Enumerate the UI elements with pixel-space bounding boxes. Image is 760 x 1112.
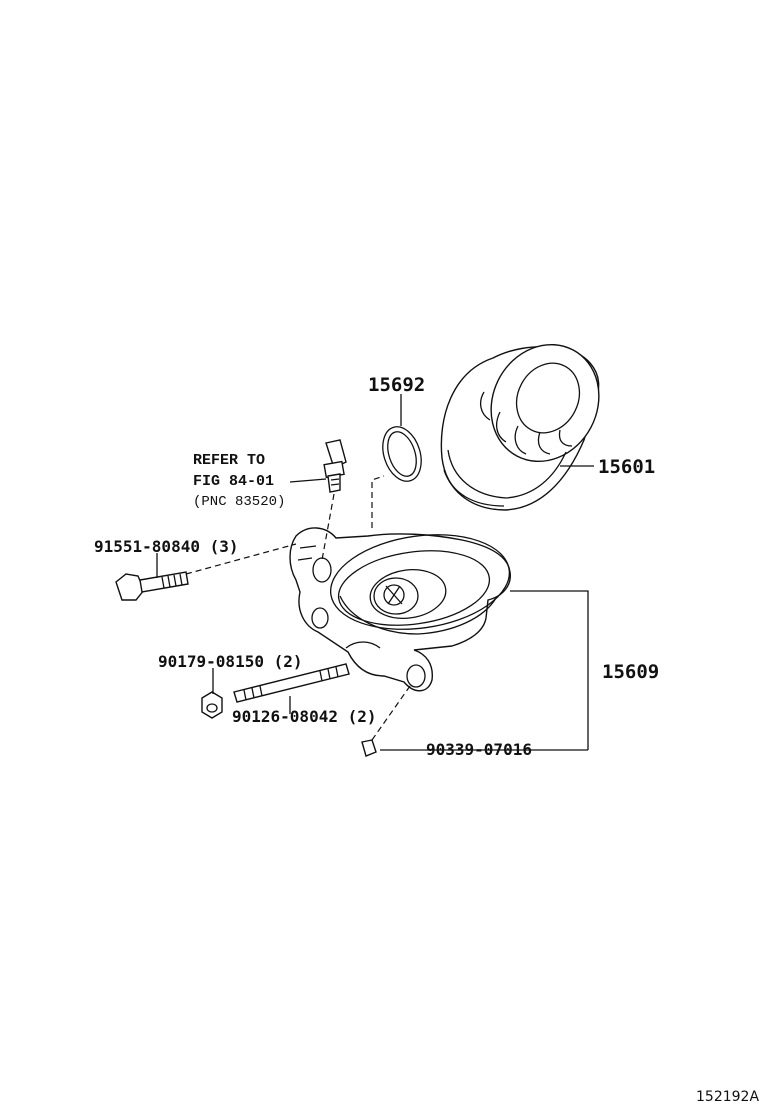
straight-pin-icon[interactable] <box>361 739 377 757</box>
reference-line-2: FIG 84-01 <box>193 473 274 490</box>
nut-icon[interactable] <box>201 691 223 719</box>
filter-bracket-icon[interactable] <box>289 524 516 692</box>
callout-91551-80840: 91551-80840 (3) <box>94 537 239 556</box>
callout-15601: 15601 <box>598 456 655 478</box>
reference-line-3: (PNC 83520) <box>193 494 285 510</box>
callout-90126-08042: 90126-08042 (2) <box>232 707 377 726</box>
o-ring-icon[interactable] <box>376 422 428 486</box>
reference-line-1: REFER TO <box>193 452 265 469</box>
callout-15609: 15609 <box>602 661 659 683</box>
callout-15692: 15692 <box>368 374 425 396</box>
oil-pressure-switch-icon[interactable] <box>323 439 347 493</box>
callout-90179-08150: 90179-08150 (2) <box>158 652 303 671</box>
leader-lines <box>156 394 594 751</box>
oil-filter-icon[interactable] <box>440 326 619 511</box>
flange-bolt-icon[interactable] <box>115 571 189 601</box>
figure-id: 152192A <box>696 1089 759 1105</box>
callout-90339-07016: 90339-07016 <box>426 740 532 759</box>
assembly-lines <box>185 475 411 741</box>
stud-bolt-icon[interactable] <box>233 663 350 703</box>
